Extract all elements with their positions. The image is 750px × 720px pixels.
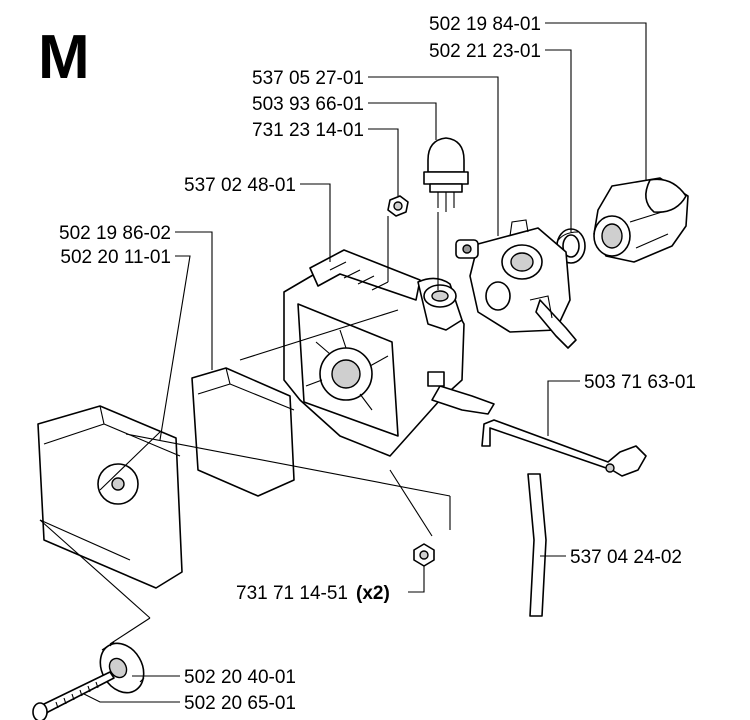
nut-illustration [387, 195, 409, 217]
fuel-hose-illustration [527, 473, 547, 617]
leader-lines [39, 22, 647, 703]
part-number-502-20-65-01: 502 20 65-01 [184, 693, 296, 714]
foam-filter-illustration [191, 367, 295, 497]
part-number-502-19-84-01: 502 19 84-01 [429, 14, 541, 35]
part-labels: 502 19 84-01 502 21 23-01 537 05 27-01 5… [59, 14, 696, 714]
part-number-537-04-24-02: 537 04 24-02 [570, 547, 682, 568]
nut-lower-illustration [413, 543, 435, 567]
part-number-731-23-14-01: 731 23 14-01 [252, 120, 364, 141]
part-number-731-71-14-51: 731 71 14-51 [236, 583, 348, 604]
filter-element-illustration [37, 405, 183, 589]
intake-elbow-illustration [593, 177, 689, 263]
part-number-537-05-27-01: 537 05 27-01 [252, 68, 364, 89]
part-number-503-93-66-01: 503 93 66-01 [252, 94, 364, 115]
part-number-502-19-86-02: 502 19 86-02 [59, 223, 171, 244]
part-number-503-71-63-01: 503 71 63-01 [584, 372, 696, 393]
knob-illustration [99, 641, 145, 694]
carburetor-illustration [455, 219, 577, 349]
part-number-537-02-48-01: 537 02 48-01 [184, 175, 296, 196]
filter-holder-illustration [283, 249, 495, 457]
part-number-502-20-40-01: 502 20 40-01 [184, 667, 296, 688]
choke-rod-illustration [481, 419, 647, 477]
section-letter: M [38, 23, 90, 92]
part-number-502-20-11-01: 502 20 11-01 [60, 247, 171, 268]
part-quantity-x2: (x2) [356, 583, 390, 604]
primer-bulb-illustration [423, 137, 469, 212]
screw-illustration [32, 671, 115, 720]
part-number-502-21-23-01: 502 21 23-01 [429, 41, 541, 62]
